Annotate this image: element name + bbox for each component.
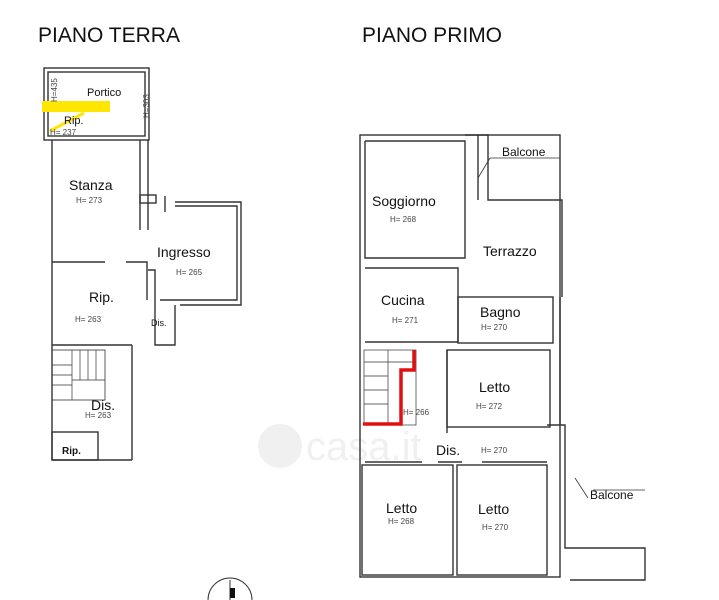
stanza-height: H= 273 (76, 196, 103, 205)
first-floor-walls (359, 134, 646, 581)
room-dis: Dis. (436, 442, 460, 458)
room-stanza: Stanza (69, 177, 113, 193)
letto-1-height: H= 272 (476, 402, 503, 411)
bagno-height: H= 270 (481, 323, 508, 332)
red-marker-line (363, 350, 416, 426)
room-bagno: Bagno (480, 304, 521, 320)
room-letto-1: Letto (479, 379, 510, 395)
stairs-icon (51, 349, 106, 401)
ingresso-height: H= 265 (176, 268, 203, 277)
balcone-right: Balcone (590, 488, 634, 502)
rip-top-height: H= 237 (50, 128, 77, 137)
room-soggiorno: Soggiorno (372, 193, 436, 209)
room-letto-3: Letto (478, 501, 509, 517)
room-letto-2: Letto (386, 500, 417, 516)
yellow-mark (49, 111, 85, 133)
room-rip-mid: Rip. (89, 289, 114, 305)
room-portico: Portico (87, 87, 121, 99)
room-dis: Dis. (91, 397, 115, 413)
room-dis-small: Dis. (151, 318, 167, 328)
room-cucina: Cucina (381, 292, 425, 308)
letto-2-height: H= 268 (388, 517, 415, 526)
portico-height-left: H=435 (50, 78, 59, 102)
yellow-highlight (42, 101, 110, 112)
dis-height: H= 263 (85, 411, 112, 420)
portico-height-right: H=303 (142, 94, 151, 118)
room-terrazzo: Terrazzo (483, 243, 537, 259)
compass-icon (207, 577, 253, 600)
title-piano-terra: PIANO TERRA (38, 24, 180, 47)
room-rip-top: Rip. (64, 115, 84, 127)
room-ingresso: Ingresso (157, 244, 211, 260)
rip-mid-height: H= 263 (75, 315, 102, 324)
letto-3-height: H= 270 (482, 523, 509, 532)
dis-first-height: H= 270 (481, 446, 508, 455)
title-piano-primo: PIANO PRIMO (362, 24, 502, 47)
ground-floor-walls (43, 67, 242, 461)
soggiorno-height: H= 268 (390, 215, 417, 224)
room-rip-bottom: Rip. (62, 446, 81, 457)
stairs-height: H= 266 (403, 408, 430, 417)
balcone-top: Balcone (502, 145, 546, 159)
cucina-height: H= 271 (392, 316, 419, 325)
